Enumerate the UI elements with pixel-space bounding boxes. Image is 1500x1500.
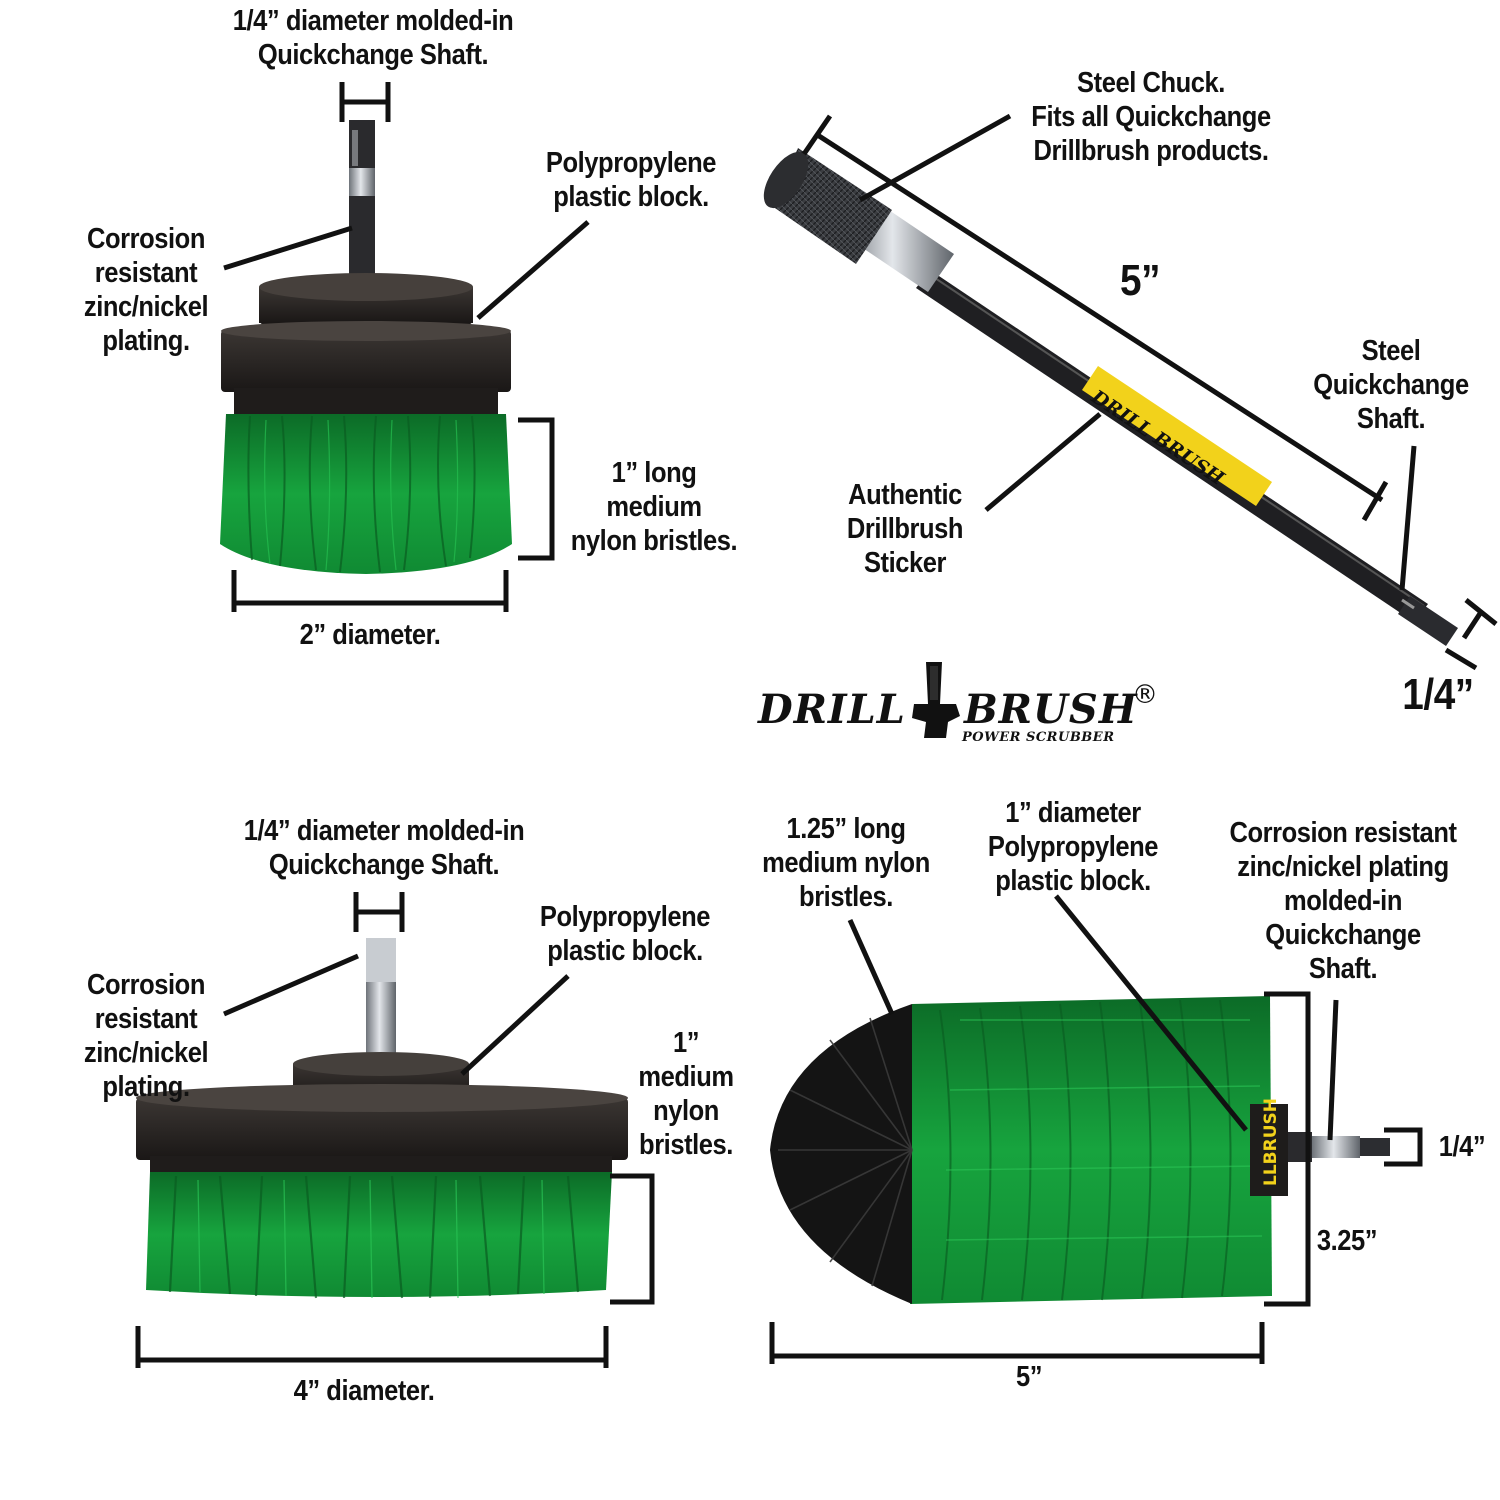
brush-4in-dimensions: [135, 892, 655, 1368]
logo-registered: ®: [1132, 680, 1158, 710]
brush-cone-dimensions: [769, 894, 1423, 1364]
brush-4in-diameter-label: 4” diameter.: [293, 1375, 435, 1407]
brush-4in-bristles: [146, 1172, 612, 1297]
brush-cone-green-bristles: [910, 996, 1272, 1304]
brush-cone-figure: LLBRUSH: [770, 996, 1390, 1304]
brush-cone-plating-label: Corrosion resistant zinc/nickel plating …: [1229, 817, 1457, 985]
brush-4in-block-label: Polypropylene plastic block.: [539, 901, 711, 967]
brush-4in-block: [136, 1098, 628, 1160]
brush-2in-collar: [349, 168, 375, 196]
logo-word-right: BRUSH: [964, 686, 1138, 733]
brush-2in-shaft-label: 1/4” diameter molded-in Quickchange Shaf…: [232, 5, 514, 71]
brush-cone-block-text: LLBRUSH: [1261, 1098, 1281, 1186]
logo-tagline: POWER SCRUBBER: [962, 730, 1115, 745]
brush-2in-plating-label: Corrosion resistant zinc/nickel plating.: [83, 223, 209, 357]
brush-cone-height-label: 3.25”: [1316, 1225, 1378, 1257]
brush-2in-figure: [220, 120, 512, 574]
brush-cone-length-label: 5”: [1015, 1361, 1043, 1393]
brush-2in-bristles: [220, 414, 512, 574]
brush-cone-black-bristles: [770, 1004, 912, 1304]
brush-4in-shaft-label: 1/4” diameter molded-in Quickchange Shaf…: [243, 815, 525, 881]
brush-2in-bristle-label: 1” long medium nylon bristles.: [570, 457, 738, 557]
brush-4in-plating-label: Corrosion resistant zinc/nickel plating.: [83, 969, 209, 1103]
extension-length-label: 5”: [1119, 256, 1161, 305]
brush-2in-block: [221, 330, 511, 392]
brush-2in-hub-top: [259, 273, 473, 301]
extension-hex-label: 1/4”: [1402, 670, 1474, 719]
brush-cone-bristle-label: 1.25” long medium nylon bristles.: [762, 813, 930, 913]
brush-cone-shaft-label: 1/4”: [1438, 1131, 1486, 1163]
brush-cone-block-label: 1” diameter Polypropylene plastic block.: [987, 797, 1159, 897]
extension-chuck-label: Steel Chuck. Fits all Quickchange Drillb…: [1031, 67, 1271, 167]
extension-sticker-text: DRILL BRUSH: [1086, 385, 1229, 490]
brush-4in-figure: [136, 938, 628, 1299]
brush-4in-bristle-label: 1” medium nylon bristles.: [638, 1027, 734, 1161]
extension-shaft-label: Steel Quickchange Shaft.: [1313, 335, 1469, 435]
extension-sticker: [1082, 366, 1272, 506]
brush-2in-dimensions: [223, 82, 590, 612]
brush-cone-shaft: [1312, 1136, 1360, 1158]
logo-drill-icon: [912, 662, 960, 738]
brush-2in-block-label: Polypropylene plastic block.: [545, 147, 717, 213]
extension-dimensions: [801, 113, 1498, 671]
brush-cone-block: [1250, 1104, 1288, 1196]
brush-2in-diameter-label: 2” diameter.: [299, 619, 441, 651]
drillbrush-logo: DRILL BRUSH ® POWER SCRUBBER: [758, 660, 1168, 750]
logo-word-left: DRILL: [758, 686, 906, 733]
extension-sticker-label: Authentic Drillbrush Sticker: [846, 479, 964, 579]
